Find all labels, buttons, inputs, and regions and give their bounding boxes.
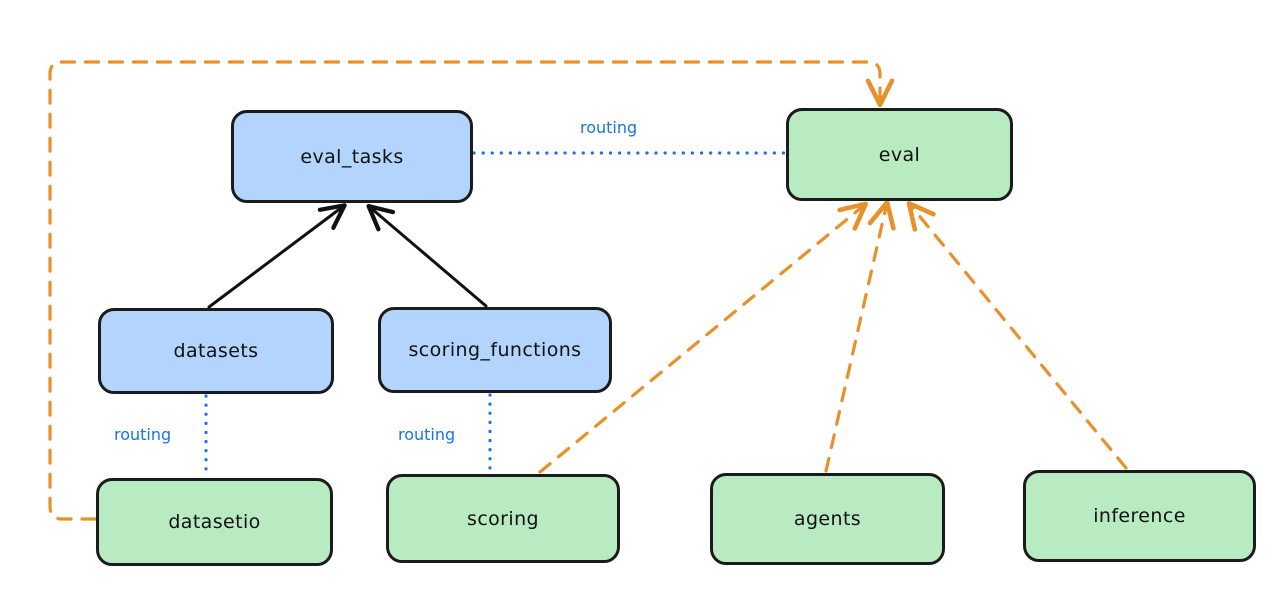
node-label-agents: agents [793,508,862,530]
node-scoring-functions[interactable]: scoring_functions [378,307,612,393]
edge-label-routing-datasets: routing [114,425,172,444]
node-scoring[interactable]: scoring [386,474,620,563]
edge-label-routing-scoring: routing [398,425,456,444]
edge-label-routing-eval: routing [580,118,638,137]
node-label-eval-tasks: eval_tasks [300,145,404,168]
node-label-scoring-functions: scoring_functions [408,339,582,361]
node-datasetio[interactable]: datasetio [96,478,333,566]
edge-scoring-functions-to-eval-tasks [366,203,488,308]
node-label-datasetio: datasetio [168,511,261,533]
node-eval[interactable]: eval [786,108,1013,201]
node-eval-tasks[interactable]: eval_tasks [231,110,473,203]
node-label-datasets: datasets [173,340,259,362]
node-label-eval: eval [878,143,921,166]
edge-datasetio-to-eval [48,60,895,521]
node-label-scoring: scoring [467,507,539,530]
edge-datasets-to-eval-tasks [207,203,347,309]
node-datasets[interactable]: datasets [98,308,334,394]
edge-agents-to-eval [824,200,896,473]
node-label-inference: inference [1093,505,1186,527]
edge-scoring-to-eval [538,201,868,474]
edge-inference-to-eval [906,201,1128,470]
node-inference[interactable]: inference [1023,470,1256,562]
node-agents[interactable]: agents [710,473,945,565]
